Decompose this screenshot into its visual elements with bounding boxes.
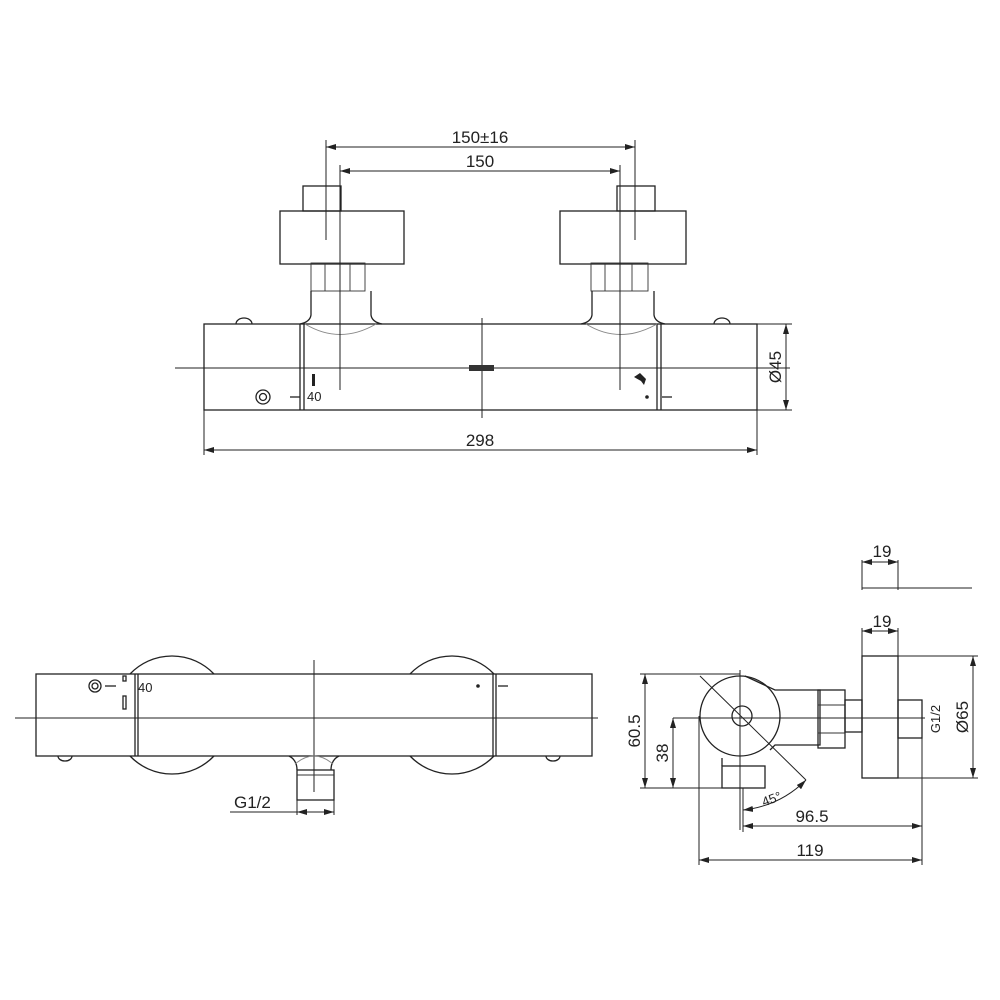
left-wall-flange — [279, 210, 405, 265]
dim-height-total: 60.5 — [625, 714, 644, 747]
right-flange-outline — [409, 655, 495, 775]
dim-spacing: 150 — [466, 152, 494, 171]
dim-diameter: Ø45 — [766, 351, 785, 383]
right-wall-flange — [559, 210, 687, 265]
outlet-thread — [296, 769, 335, 801]
outlet-thread-label: G1/2 — [234, 793, 271, 812]
dim-flange-depth-b: 19 — [873, 612, 892, 631]
dim-depth-total: 119 — [796, 841, 823, 860]
angle-label: 45° — [760, 788, 784, 809]
temp-mark-front: 40 — [138, 680, 152, 695]
temp-mark-label: 40 — [307, 389, 321, 404]
wall-flange — [861, 655, 899, 779]
dim-flange-diameter: Ø65 — [953, 701, 972, 733]
dim-height-axis: 38 — [653, 744, 672, 763]
brand-logo — [469, 365, 494, 371]
dim-spacing-tolerance: 150±16 — [452, 128, 509, 147]
inlet-thread — [897, 699, 923, 739]
top-view: 40 150±16 150 298 Ø45 — [175, 128, 792, 455]
shower-icon — [634, 373, 646, 385]
dim-depth-outlet: 96.5 — [795, 807, 828, 826]
dim-flange-depth-a: 19 — [873, 542, 892, 561]
union-nut — [817, 689, 846, 749]
side-view: 19 19 G1/2 Ø65 60.5 38 45° 96.5 119 — [625, 542, 978, 865]
inlet-thread-label: G1/2 — [928, 705, 943, 733]
front-view: 40 G1/2 — [15, 655, 598, 815]
left-flange-outline — [129, 655, 215, 775]
mixer-body — [203, 323, 758, 411]
dim-length: 298 — [466, 431, 494, 450]
